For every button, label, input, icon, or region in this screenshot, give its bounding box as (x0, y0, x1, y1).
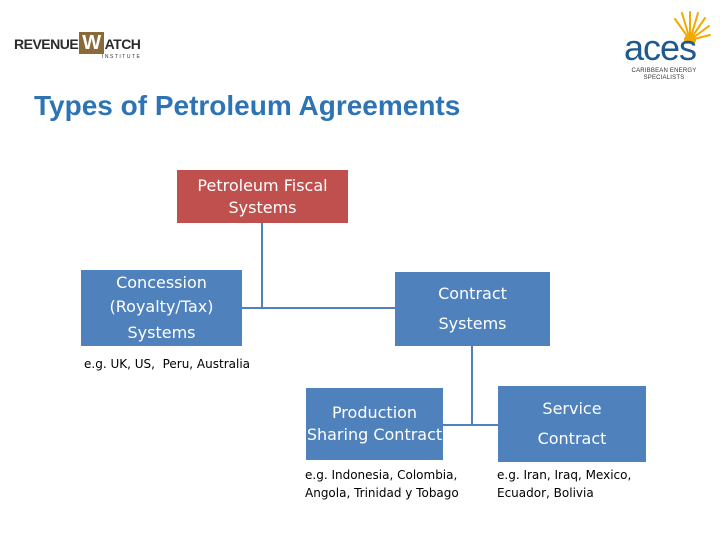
psc-examples-caption: e.g. Indonesia, Colombia, Angola, Trinid… (305, 468, 459, 500)
production-sharing-contract-box: Production Sharing Contract (306, 388, 443, 460)
concession-examples-caption: e.g. UK, US, Peru, Australia (84, 357, 251, 371)
page-title: Types of Petroleum Agreements (34, 90, 461, 121)
aces-subtitle: CARIBBEAN ENERGY SPECIALISTS (631, 68, 697, 81)
revenue-watch-subtitle: INSTITUTE (102, 54, 142, 60)
concession-systems-box: Concession (Royalty/Tax) Systems (81, 270, 242, 346)
service-contract-box: Service Contract (498, 386, 646, 462)
aces-wordmark: aces (624, 27, 697, 68)
service-examples-caption: e.g. Iran, Iraq, Mexico, Ecuador, Bolivi… (497, 468, 632, 500)
aces-logo: aces CARIBBEAN ENERGY SPECIALISTS (614, 6, 714, 86)
sun-icon (674, 11, 711, 44)
petroleum-fiscal-systems-box: Petroleum Fiscal Systems (177, 170, 348, 223)
contract-systems-box: Contract Systems (395, 272, 550, 346)
